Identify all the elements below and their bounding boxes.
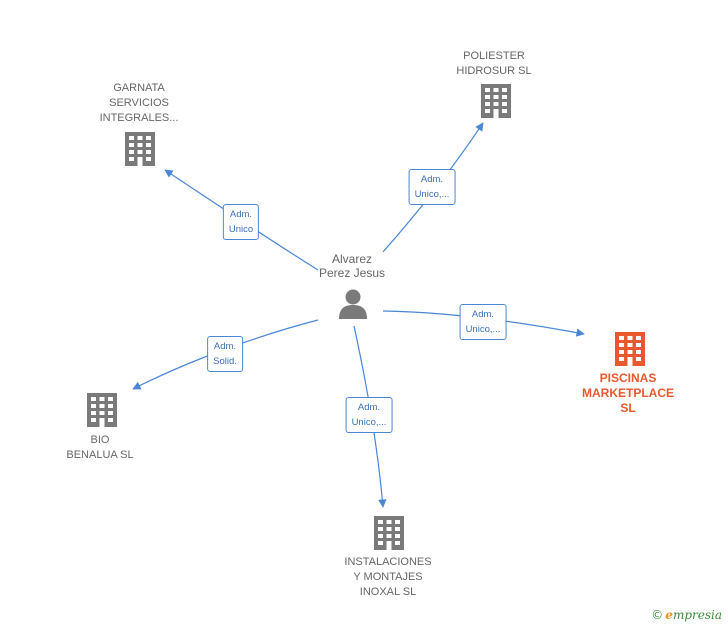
person-icon bbox=[339, 289, 367, 319]
company-name-garnata[interactable]: GARNATA SERVICIOS INTEGRALES... bbox=[99, 82, 179, 124]
company-name-poliester[interactable]: POLIESTER HIDROSUR SL bbox=[456, 50, 532, 77]
building-icon-poliester bbox=[481, 84, 511, 118]
company-name-instalaciones[interactable]: INSTALACIONES Y MONTAJES INOXAL SL bbox=[344, 556, 432, 598]
brand-footer: ©empresia bbox=[651, 608, 722, 622]
building-icon-bio bbox=[87, 393, 117, 427]
company-name-bio[interactable]: BIO BENALUA SL bbox=[66, 434, 134, 461]
brand-logo-text: mpresia bbox=[672, 608, 722, 622]
edge-label-piscinas[interactable]: Adm. Unico,... bbox=[459, 304, 507, 340]
building-icon-piscinas bbox=[615, 332, 645, 366]
edge-label-bio[interactable]: Adm. Solid. bbox=[207, 336, 243, 372]
company-name-piscinas[interactable]: PISCINAS MARKETPLACE SL bbox=[582, 371, 674, 415]
edge-label-poliester[interactable]: Adm. Unico,... bbox=[408, 169, 456, 205]
building-icon-garnata bbox=[125, 132, 155, 166]
edge-label-garnata[interactable]: Adm. Unico bbox=[222, 204, 260, 240]
copyright-icon: © bbox=[651, 608, 664, 622]
edge-label-instalaciones[interactable]: Adm. Unico,... bbox=[345, 397, 393, 433]
person-name[interactable]: Alvarez Perez Jesus bbox=[318, 252, 386, 280]
building-icon-instalaciones bbox=[374, 516, 404, 550]
brand-logo-e: e bbox=[665, 608, 673, 622]
